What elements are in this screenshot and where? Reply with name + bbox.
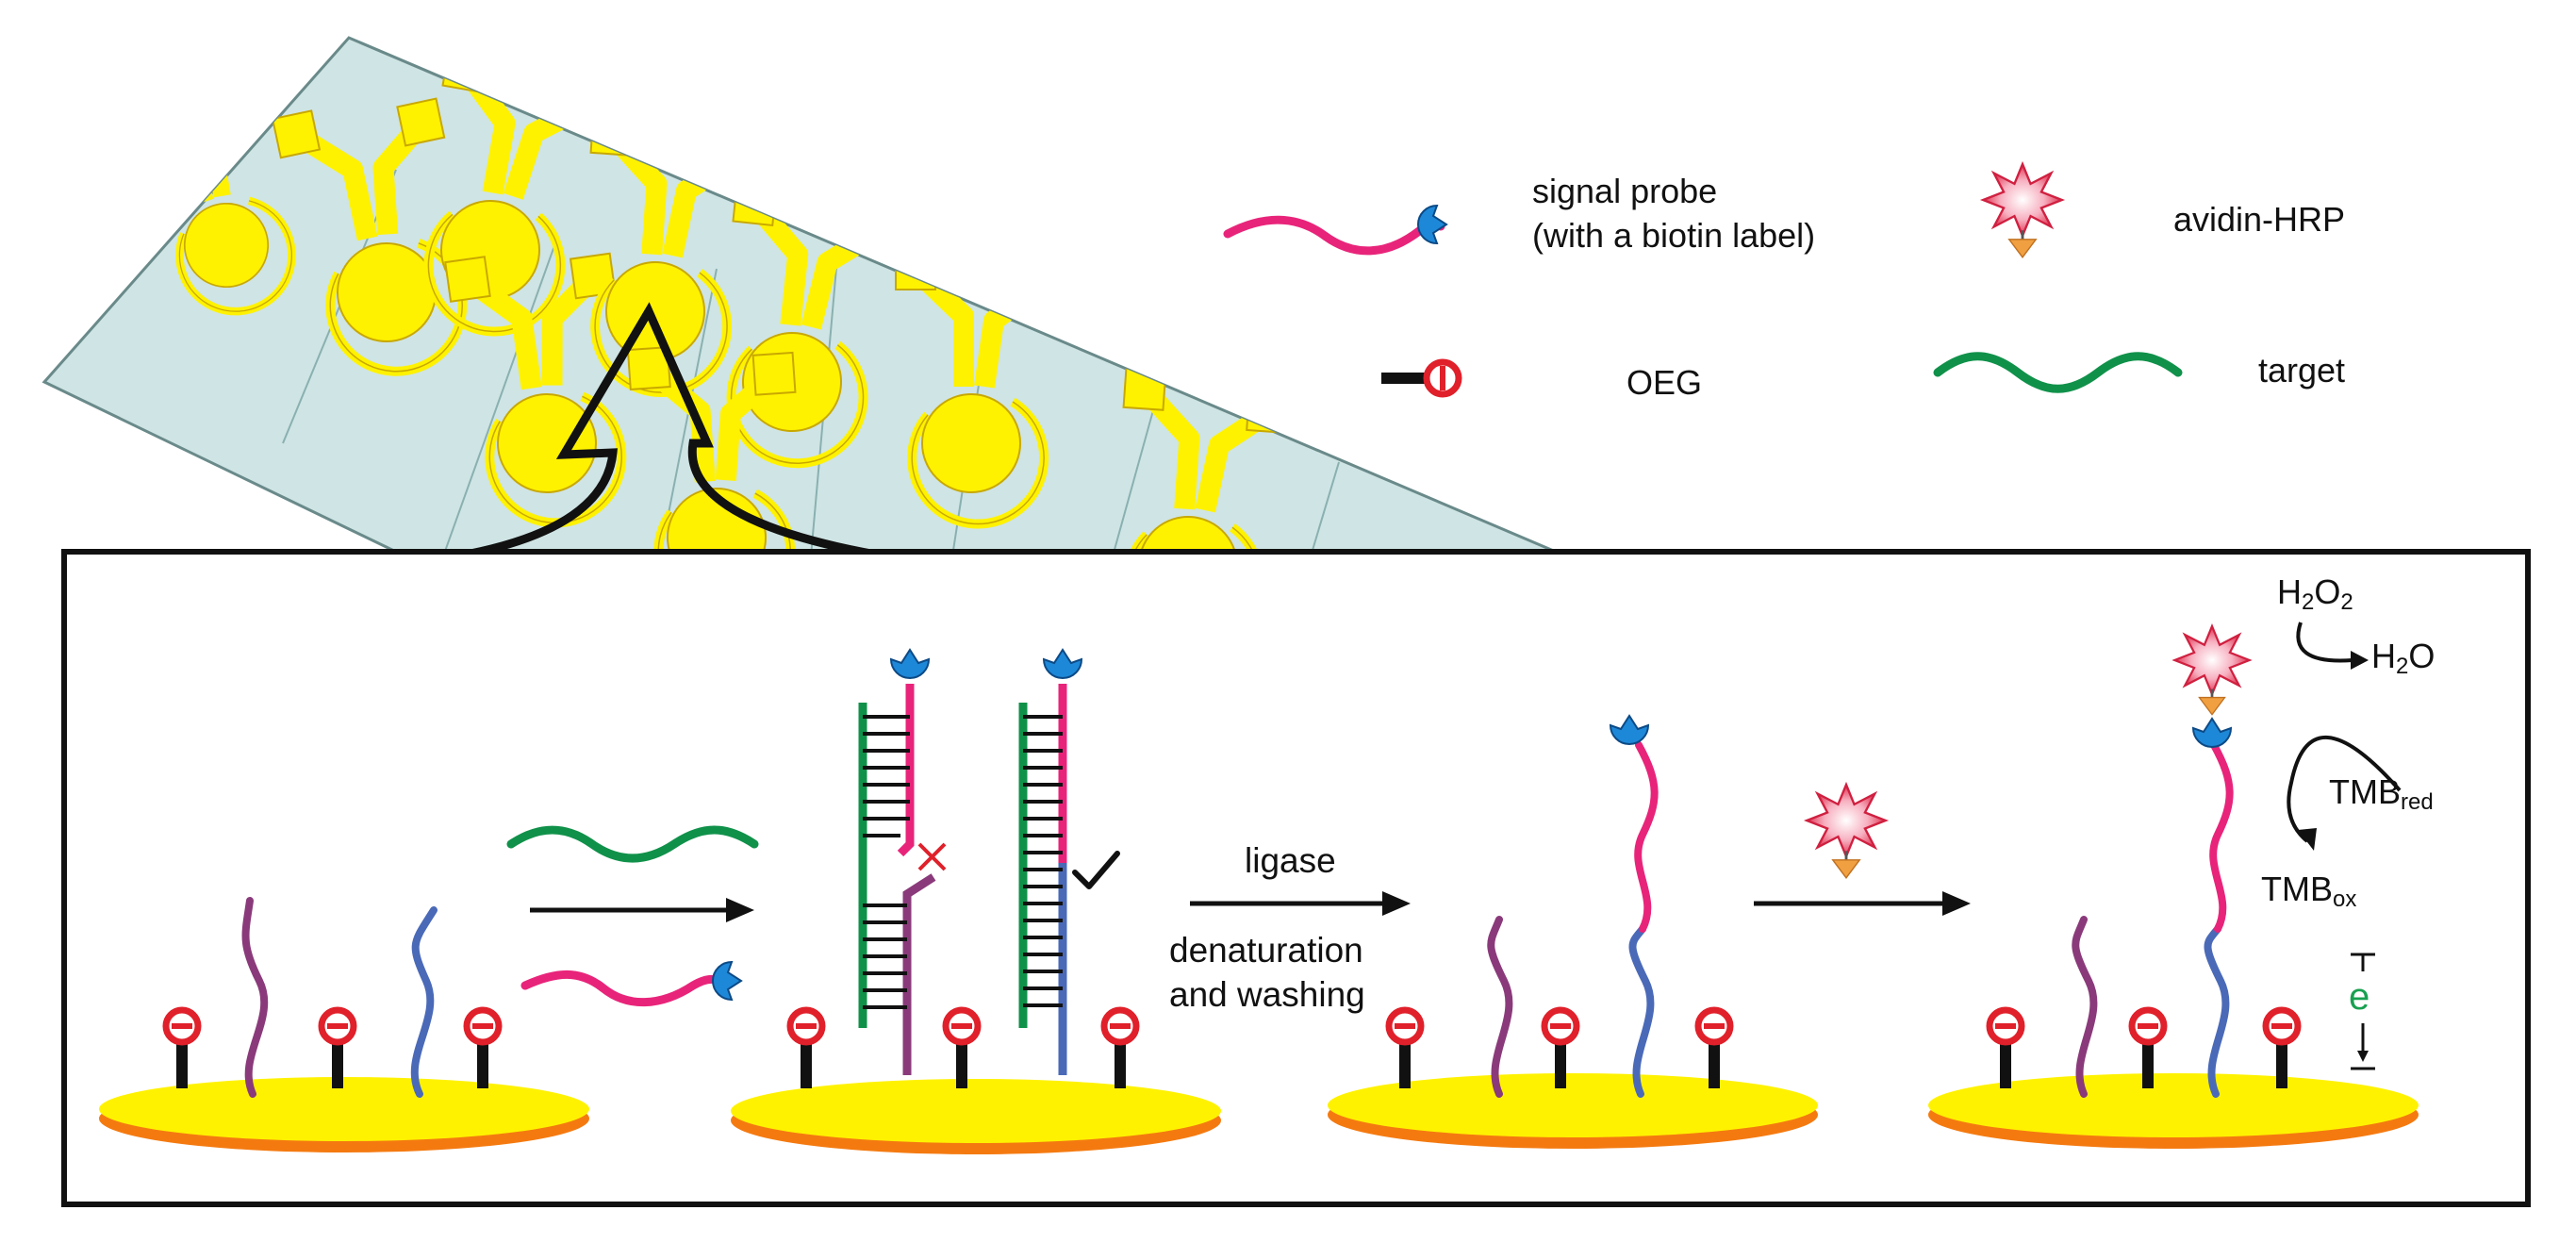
zoom-callout-arrow [381, 302, 953, 571]
electrode-step-1 [99, 897, 589, 1152]
oeg-icon [1381, 358, 1462, 398]
ligated-probe-blue [2204, 925, 2230, 1098]
ligated-probe-pink [1634, 741, 1659, 933]
target-strand [506, 825, 759, 863]
ligated-probe-pink [2209, 741, 2234, 933]
capture-probe-purple [2072, 916, 2098, 1098]
label-and-washing: and washing [1169, 975, 1365, 1014]
electrode-step-2 [731, 649, 1221, 1154]
legend: signal probe (with a biotin label) avidi… [1223, 162, 2345, 402]
biotin-icon [1417, 205, 1447, 244]
legend-target-strand [1933, 352, 2183, 393]
mismatch-cross-icon [917, 842, 947, 871]
avidin-hrp-icon [1981, 162, 2064, 259]
label-electron: e [2349, 976, 2370, 1018]
legend-signal-probe-strand [1223, 215, 1445, 256]
electrode-step-3 [1328, 715, 1818, 1149]
reaction-arrow-tmb [2287, 735, 2402, 843]
label-h2o2: H2O2 [2277, 572, 2353, 615]
reaction-arrow-h2o2 [2296, 622, 2353, 663]
ligated-probe-blue [1628, 925, 1655, 1098]
signal-probe-strand [520, 970, 723, 1007]
legend-oeg: OEG [1627, 363, 1702, 402]
legend-target: target [2258, 351, 2345, 390]
electrode-step-4: H2O2 H2O TMBred TMBox e [1928, 572, 2435, 1149]
legend-signal-probe-line1: signal probe [1532, 172, 1717, 210]
legend-avidin-hrp: avidin-HRP [2173, 200, 2345, 239]
capture-probe-purple [1487, 916, 1513, 1098]
capture-probe-blue [410, 906, 438, 1098]
step-3-hrp [1754, 783, 1971, 916]
arrow-step-1 [726, 898, 754, 922]
step-1-reagents [506, 825, 759, 1007]
arrow-step-3 [1942, 891, 1971, 916]
capture-probe-purple [241, 897, 269, 1098]
label-tmb-red: TMBred [2329, 772, 2434, 815]
label-tmb-ox: TMBox [2261, 870, 2356, 912]
electron-transfer-indicator: e [2349, 953, 2375, 1070]
label-h2o: H2O [2371, 637, 2435, 679]
match-check-icon [1072, 851, 1120, 889]
step-2-ligation: ligase denaturation and washing [1169, 841, 1411, 1014]
legend-signal-probe-line2: (with a biotin label) [1532, 216, 1815, 255]
label-ligase: ligase [1245, 841, 1336, 880]
arrow-step-2 [1382, 891, 1411, 916]
label-denaturation: denaturation [1169, 931, 1363, 970]
